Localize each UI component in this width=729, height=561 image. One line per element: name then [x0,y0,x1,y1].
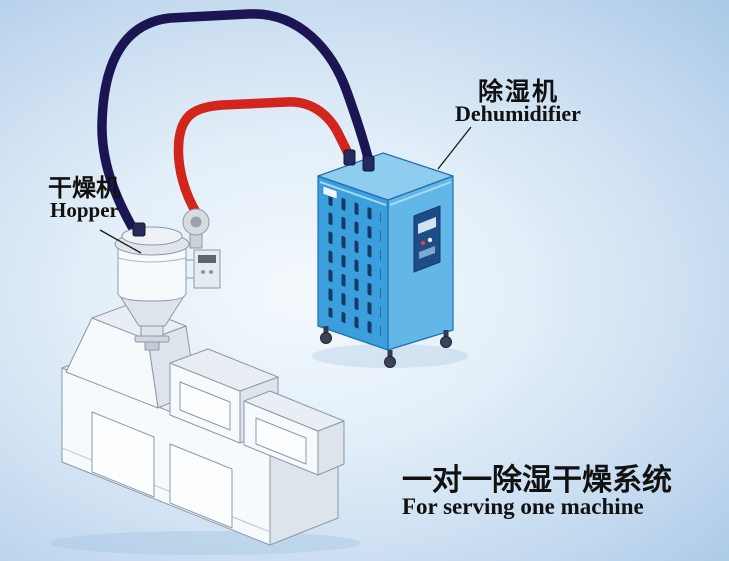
caster-wheels [320,326,452,368]
control-box-button-left [201,270,205,274]
return-air-pipe [97,9,374,247]
return-pipe-fitting [132,222,146,237]
hopper-flange [134,335,170,343]
cabinet-top-seam [319,181,452,206]
dehumidifier-cabinet [317,149,454,368]
mode-button [427,237,433,243]
dehumidifier-label-english: Dehumidifier [455,101,581,126]
caster-wheel-left [320,332,332,344]
hopper-body [117,243,187,302]
caster-wheel-middle [384,356,396,368]
caster-wheel-right [440,336,452,348]
dehumidifier-label-chinese: 除湿机 [478,77,560,106]
hopper-mount-stub [144,341,160,351]
leader-line-dehumidifier [437,126,472,170]
hopper-body-seam [117,257,187,263]
control-box-button-right [209,270,213,274]
machine-mid-box-top [169,348,279,392]
control-box-display [198,255,216,263]
hopper-label-english: Hopper [50,198,119,222]
system-title-english: For serving one machine [402,494,644,519]
caster-bracket-left [323,326,329,333]
hopper-throat [140,325,164,337]
machine-front-panel-right [169,443,233,529]
supply-pipe-fitting [343,149,356,166]
brand-label [322,185,338,200]
hopper-label-chinese: 干燥机 [48,174,120,202]
machine-shadow [50,531,360,555]
leader-line-hopper [99,229,142,254]
hopper-lid-dome [121,226,183,246]
louver-vents [325,191,381,338]
system-title-chinese: 一对一除湿干燥系统 [402,463,672,498]
machine-end-panel [255,417,307,465]
blower-hub [190,216,202,228]
machine-front-panel-left [91,411,155,498]
extruder-machine [61,303,345,546]
machine-end-box-top [243,390,345,432]
blower-duct [189,233,203,249]
power-button [420,240,426,246]
control-panel-display [418,217,436,234]
air-pipes [97,9,374,247]
control-panel-plate [413,205,441,273]
return-pipe-fitting-cabinet [362,155,375,172]
leader-lines [99,126,472,254]
caster-bracket-middle [387,350,393,357]
machine-mid-panel [179,381,231,431]
cabinet-control-panel [413,205,441,273]
dry-air-supply-pipe [173,97,355,219]
control-panel-keypad [419,246,435,259]
caster-bracket-right [443,330,449,337]
